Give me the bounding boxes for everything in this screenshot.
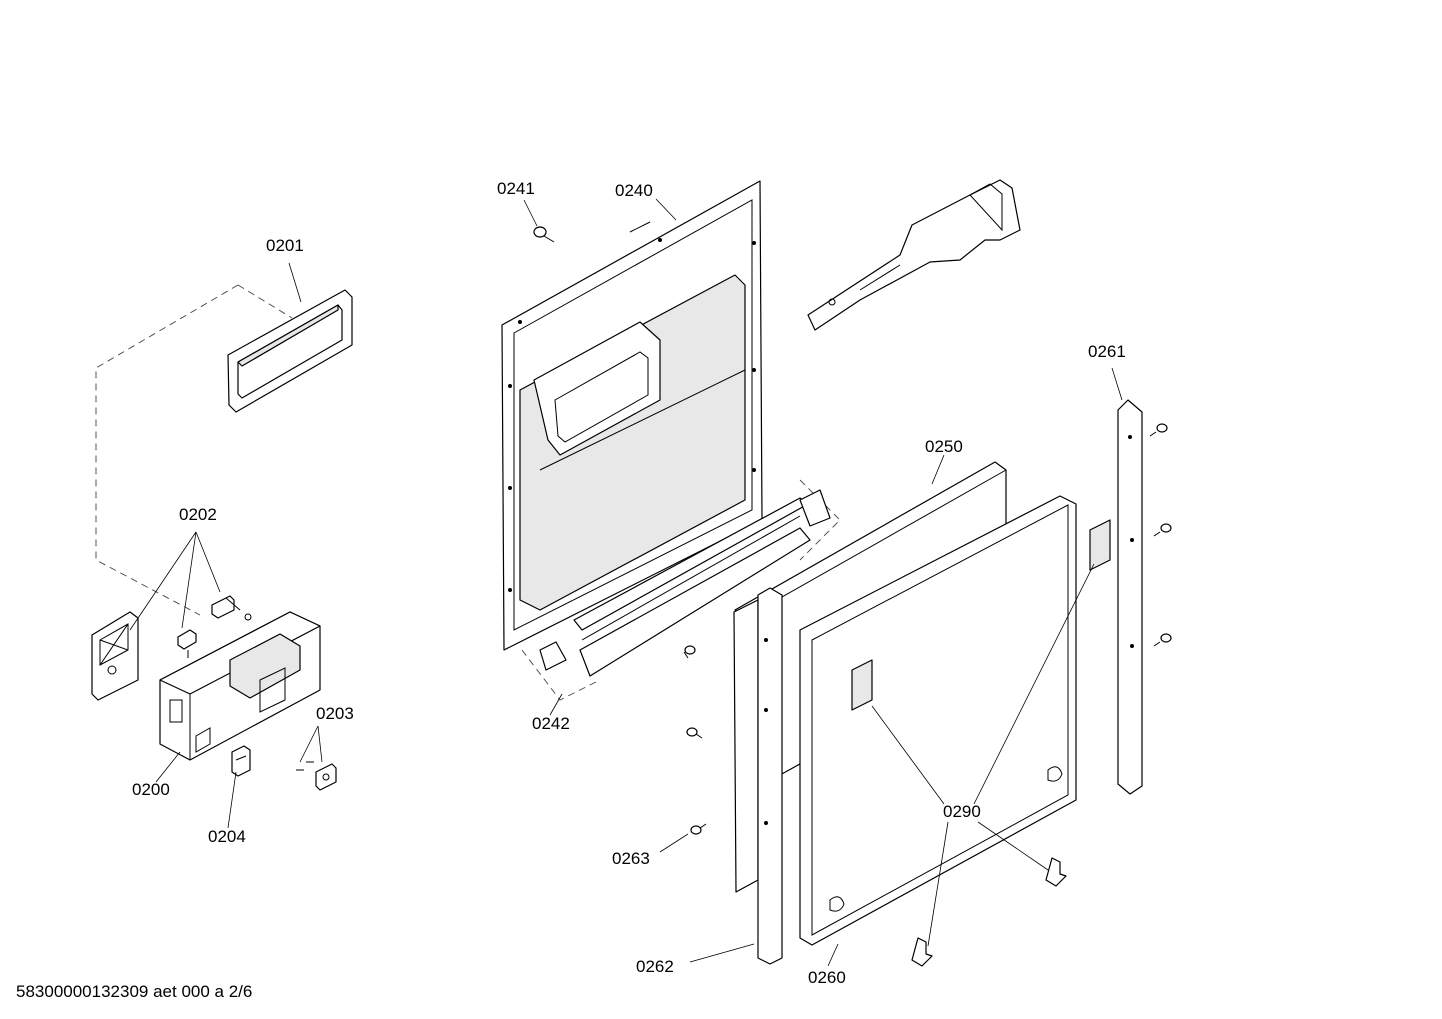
callout-0201: 0201 bbox=[266, 236, 304, 255]
part-hinge-bracket bbox=[807, 179, 1021, 331]
part-0202-clip bbox=[177, 629, 197, 658]
callout-0290: 0290 bbox=[943, 802, 981, 821]
part-0242-bottom-rail bbox=[539, 489, 831, 677]
part-0204-switch bbox=[231, 745, 251, 777]
part-0262-side-strip bbox=[733, 587, 783, 965]
callout-0263: 0263 bbox=[612, 849, 650, 868]
part-0202-spring bbox=[211, 595, 252, 621]
part-0241-screw bbox=[533, 226, 555, 243]
drawing-reference-footer: 58300000132309 aet 000 a 2/6 bbox=[16, 982, 253, 1001]
callout-0241: 0241 bbox=[497, 179, 535, 198]
part-0240-inner-door bbox=[501, 180, 763, 651]
part-0201-bezel-frame bbox=[227, 289, 353, 413]
part-0260-outer-door bbox=[799, 495, 1111, 946]
part-0200-control-module bbox=[159, 611, 321, 761]
callout-0240: 0240 bbox=[615, 181, 653, 200]
callout-0202: 0202 bbox=[179, 505, 217, 524]
part-0202-cover bbox=[91, 611, 139, 701]
leader-lines bbox=[129, 198, 1123, 967]
callout-0262: 0262 bbox=[636, 957, 674, 976]
part-0261-side-strip bbox=[1117, 399, 1143, 795]
callout-0204: 0204 bbox=[208, 827, 246, 846]
part-screws bbox=[683, 423, 1172, 835]
callout-0203: 0203 bbox=[316, 704, 354, 723]
callout-0261: 0261 bbox=[1088, 342, 1126, 361]
part-0203-set bbox=[296, 761, 337, 791]
part-0290-brackets bbox=[911, 857, 1067, 967]
callout-0200: 0200 bbox=[132, 780, 170, 799]
callout-0260: 0260 bbox=[808, 968, 846, 987]
callout-0250: 0250 bbox=[925, 437, 963, 456]
callout-0242: 0242 bbox=[532, 714, 570, 733]
